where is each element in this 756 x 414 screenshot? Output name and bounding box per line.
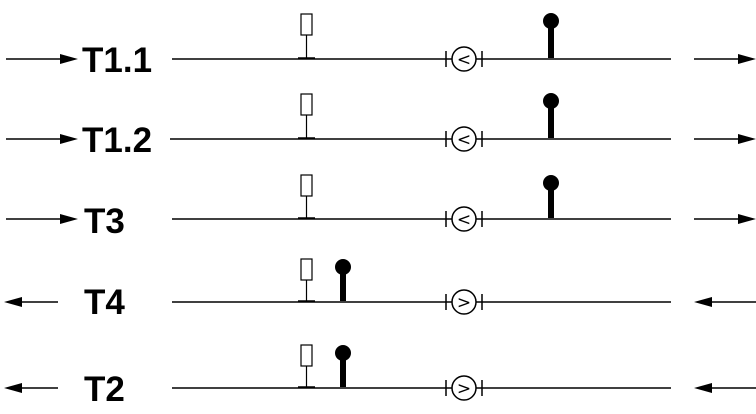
detector-icon — [298, 13, 315, 59]
direction-symbol: < — [457, 50, 471, 70]
direction-symbol: < — [457, 210, 471, 230]
track-label: T2 — [84, 370, 125, 409]
incoming-arrow-icon — [6, 54, 78, 64]
incoming-arrow-icon — [6, 134, 78, 144]
track-row: T3 < — [6, 174, 756, 241]
direction-symbol: > — [457, 293, 471, 313]
track-row: T2 > — [4, 344, 756, 409]
direction-symbol: < — [457, 130, 471, 150]
direction-indicator-icon: < — [445, 46, 483, 72]
detector-icon — [298, 93, 315, 139]
direction-indicator-icon: > — [445, 375, 483, 401]
detector-icon — [298, 258, 315, 302]
signal-icon — [543, 93, 559, 138]
outgoing-arrow-icon — [4, 383, 58, 393]
incoming-arrow-icon — [694, 383, 756, 393]
detector-icon — [298, 344, 315, 388]
incoming-arrow-icon — [694, 297, 756, 307]
signal-icon — [335, 345, 351, 387]
track-row: T1.2 < — [6, 93, 756, 160]
direction-symbol: > — [457, 379, 471, 399]
direction-indicator-icon: < — [445, 206, 483, 232]
outgoing-arrow-icon — [694, 134, 756, 144]
track-label: T4 — [84, 283, 125, 322]
detector-icon — [298, 174, 315, 219]
track-label: T1.2 — [82, 121, 152, 160]
track-label: T1.1 — [82, 41, 152, 80]
signal-icon — [543, 175, 559, 218]
outgoing-arrow-icon — [694, 214, 756, 224]
direction-indicator-icon: > — [445, 289, 483, 315]
signal-icon — [543, 13, 559, 58]
track-label: T3 — [84, 202, 125, 241]
outgoing-arrow-icon — [4, 297, 58, 307]
track-row: T1.1 < — [6, 13, 756, 80]
incoming-arrow-icon — [6, 214, 78, 224]
track-row: T4 > — [4, 258, 756, 322]
signal-icon — [335, 259, 351, 301]
outgoing-arrow-icon — [694, 54, 756, 64]
direction-indicator-icon: < — [445, 126, 483, 152]
